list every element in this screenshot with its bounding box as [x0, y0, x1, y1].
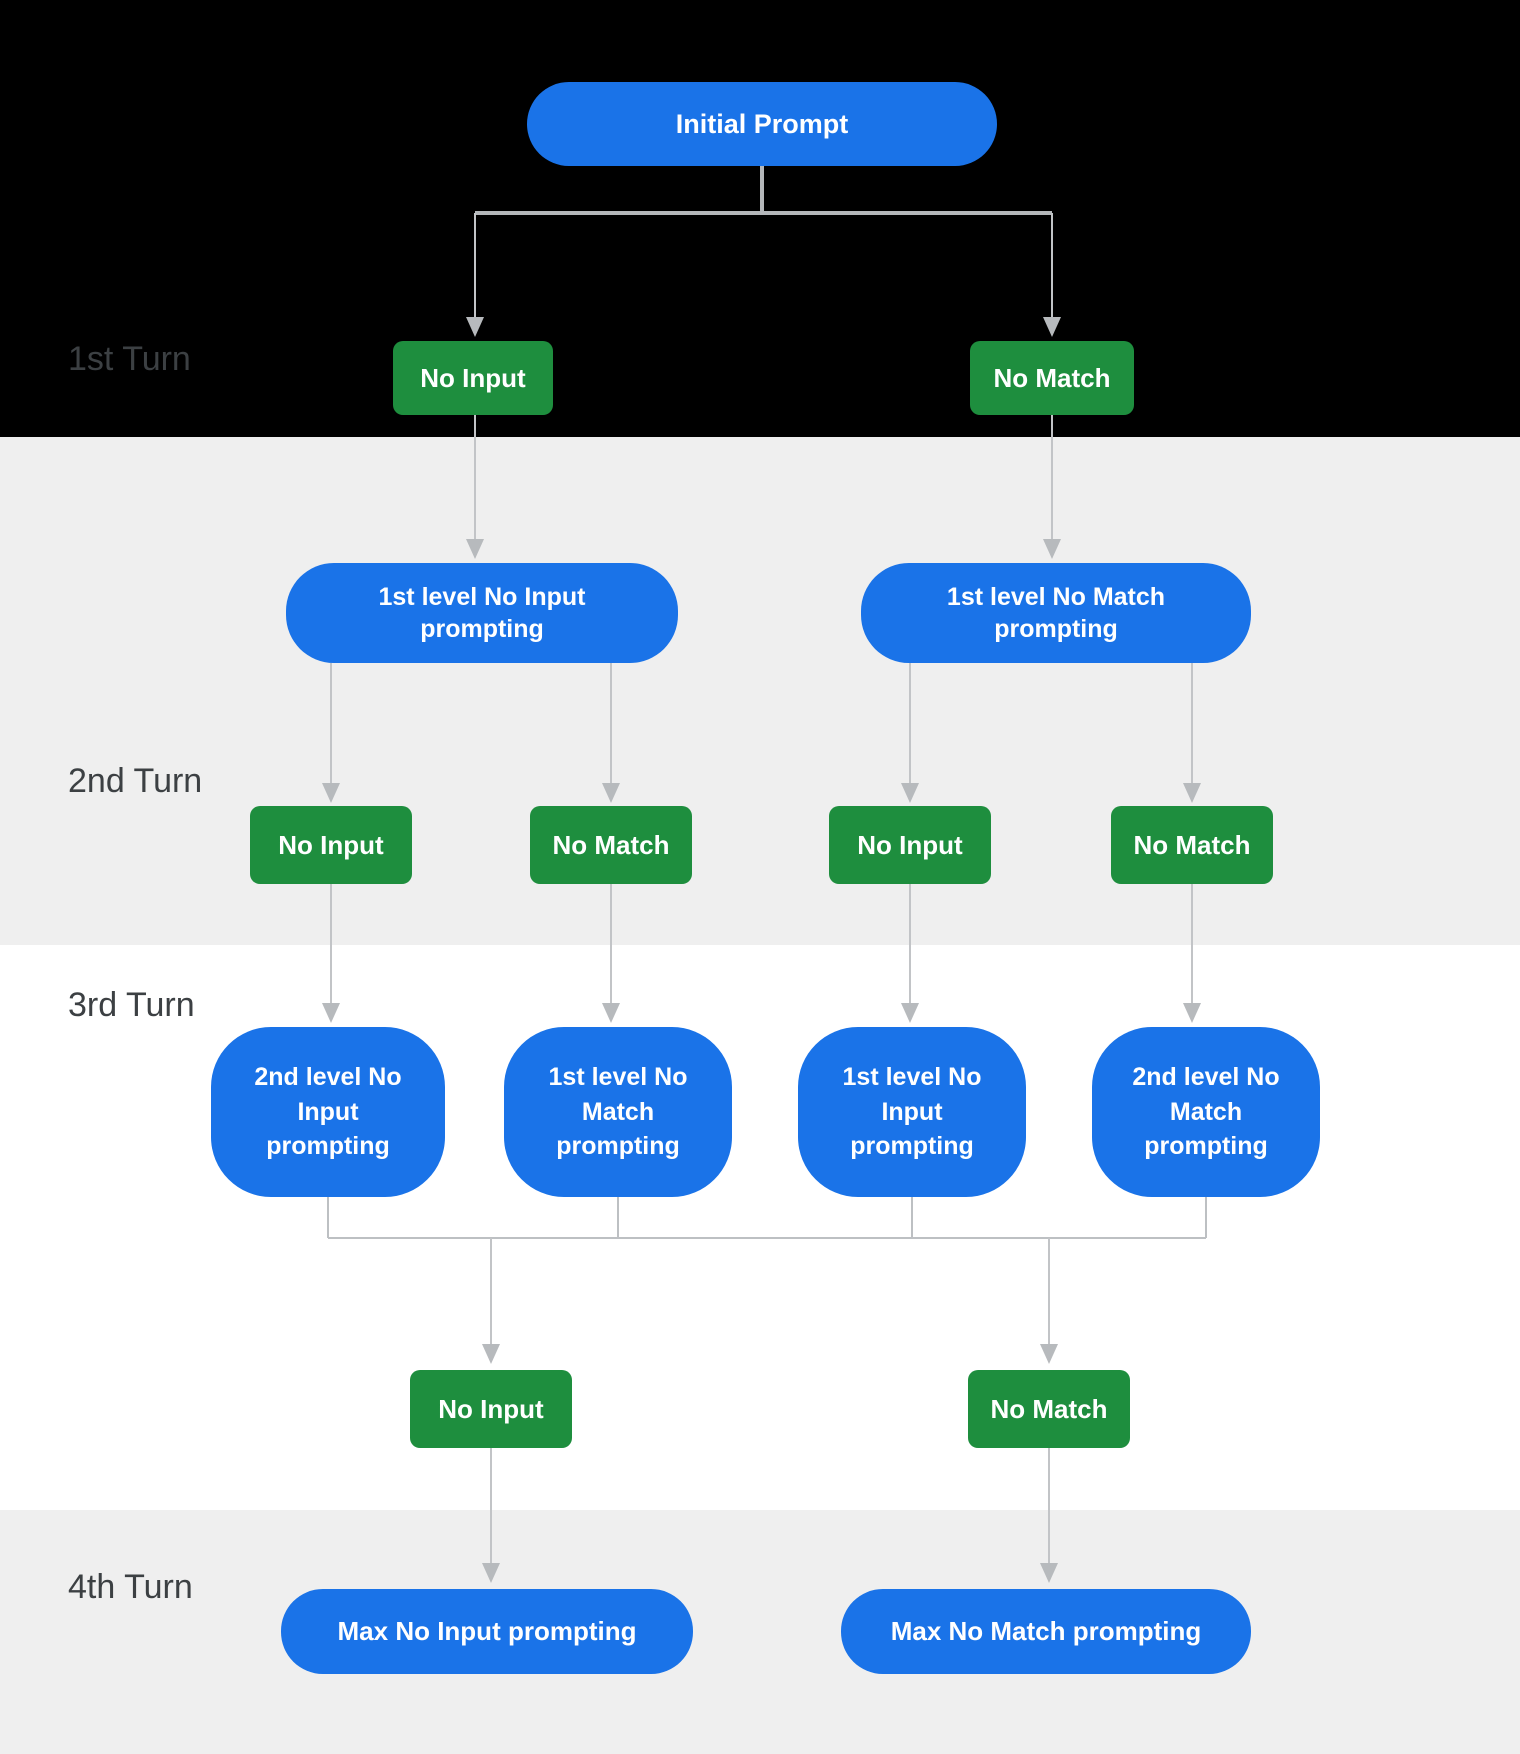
arrowhead — [466, 539, 484, 559]
node-t3-no-match: No Match — [968, 1370, 1130, 1448]
arrowhead — [602, 1003, 620, 1023]
node-t2-no-match-a: No Match — [530, 806, 692, 884]
arrowhead — [1043, 539, 1061, 559]
section-band-turn-1 — [0, 0, 1520, 437]
arrowhead — [322, 1003, 340, 1023]
node-t2-no-input-prompting: 1st level No Input prompting — [286, 563, 678, 663]
turn-label-2: 2nd Turn — [68, 762, 203, 800]
node-t2-no-input-b: No Input — [829, 806, 991, 884]
node-initial-prompt: Initial Prompt — [527, 82, 997, 166]
arrowhead — [466, 317, 484, 337]
node-t1-no-input: No Input — [393, 341, 553, 415]
arrowhead — [482, 1344, 500, 1364]
turn-label-3: 3rd Turn — [68, 986, 195, 1024]
section-band-turn-4 — [0, 1510, 1520, 1754]
arrowhead — [1183, 1003, 1201, 1023]
node-t2-no-input-a: No Input — [250, 806, 412, 884]
node-t2-no-match-prompting: 1st level No Match prompting — [861, 563, 1251, 663]
arrowhead — [1043, 317, 1061, 337]
node-t3-no-input: No Input — [410, 1370, 572, 1448]
node-t1-no-match: No Match — [970, 341, 1134, 415]
arrowhead — [1040, 1563, 1058, 1583]
node-max-no-match-prompting: Max No Match prompting — [841, 1589, 1251, 1674]
turn-label-1: 1st Turn — [68, 340, 191, 378]
arrowhead — [1040, 1344, 1058, 1364]
node-t3-2nd-level-no-input-prompting: 2nd level No Input prompting — [211, 1027, 445, 1197]
arrowhead — [1183, 783, 1201, 803]
node-t3-2nd-level-no-match-prompting: 2nd level No Match prompting — [1092, 1027, 1320, 1197]
node-max-no-input-prompting: Max No Input prompting — [281, 1589, 693, 1674]
arrowhead — [482, 1563, 500, 1583]
node-t2-no-match-b: No Match — [1111, 806, 1273, 884]
arrowhead — [901, 1003, 919, 1023]
arrowhead — [602, 783, 620, 803]
arrowhead — [322, 783, 340, 803]
arrowhead — [901, 783, 919, 803]
node-t3-1st-level-no-input-prompting: 1st level No Input prompting — [798, 1027, 1026, 1197]
node-t3-1st-level-no-match-prompting: 1st level No Match prompting — [504, 1027, 732, 1197]
turn-label-4: 4th Turn — [68, 1568, 193, 1606]
